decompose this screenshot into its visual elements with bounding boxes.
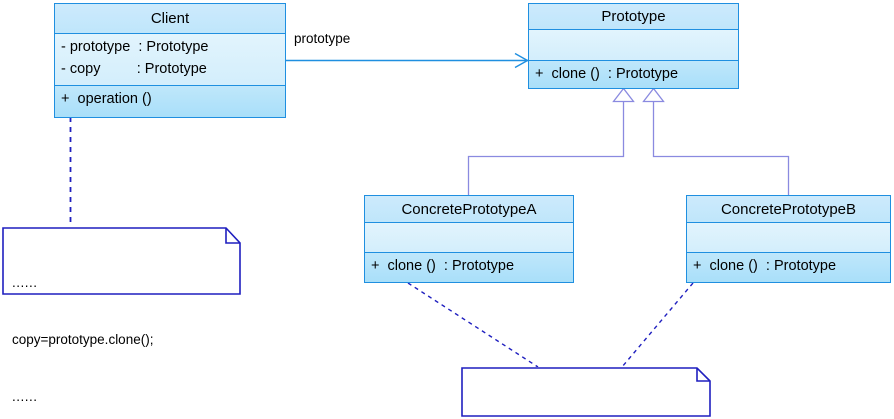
note-fold-corner-icon xyxy=(225,228,240,244)
class-name-concrete-prototype-a: ConcretePrototypeA xyxy=(365,196,573,223)
class-attributes-concrete-a xyxy=(365,223,573,253)
note-shape xyxy=(2,227,241,295)
attribute-row: - prototype : Prototype xyxy=(61,39,209,55)
class-attributes-concrete-b xyxy=(687,223,890,253)
class-box-concrete-prototype-b[interactable]: ConcretePrototypeB + clone () : Prototyp… xyxy=(686,195,891,283)
class-box-prototype[interactable]: Prototype + clone () : Prototype xyxy=(528,3,739,89)
generalization-b-triangle xyxy=(642,87,665,103)
operation-row: + clone () : Prototype xyxy=(535,66,679,82)
note-fold-corner-icon xyxy=(696,368,710,382)
class-operations-concrete-a: + clone () : Prototype xyxy=(365,253,573,282)
operation-row: + operation () xyxy=(61,91,152,107)
note-client-code[interactable]: ...... copy=prototype.clone(); ...... xyxy=(2,227,241,404)
note-line: copy=prototype.clone(); xyxy=(12,332,154,347)
empty-attributes-compartment xyxy=(687,225,890,250)
class-name-concrete-prototype-b: ConcretePrototypeB xyxy=(687,196,890,223)
class-attributes-client: - prototype : Prototype - copy : Prototy… xyxy=(55,34,285,86)
operation-row: + clone () : Prototype xyxy=(371,258,515,274)
note-line: ...... xyxy=(12,389,38,404)
note-shape xyxy=(461,367,711,417)
note-client-code-text: ...... copy=prototype.clone(); ...... xyxy=(12,235,233,419)
class-name-client: Client xyxy=(55,4,285,34)
note-clone-return[interactable]: return copy of self; xyxy=(461,367,711,417)
class-name-prototype: Prototype xyxy=(529,4,738,30)
attribute-row: - copy : Prototype xyxy=(61,61,207,77)
association-arrowhead xyxy=(514,52,529,69)
note-clone-return-text: return copy of self; xyxy=(471,380,703,419)
operation-row: + clone () : Prototype xyxy=(693,258,837,274)
class-operations-prototype: + clone () : Prototype xyxy=(529,61,738,88)
generalization-a-triangle xyxy=(612,87,635,103)
note-outline xyxy=(2,227,241,295)
class-box-client[interactable]: Client - prototype : Prototype - copy : … xyxy=(54,3,286,118)
generalization-b-line xyxy=(652,101,790,195)
class-attributes-prototype xyxy=(529,30,738,61)
class-box-concrete-prototype-a[interactable]: ConcretePrototypeA + clone () : Prototyp… xyxy=(364,195,574,283)
empty-attributes-compartment xyxy=(529,32,738,58)
generalization-b xyxy=(642,87,790,195)
note-link-concrete-a xyxy=(407,282,539,368)
note-outline xyxy=(461,367,711,417)
association-client-prototype xyxy=(285,52,529,69)
note-line: ...... xyxy=(12,275,38,290)
generalization-a xyxy=(467,87,635,195)
note-link-concrete-b xyxy=(621,282,694,368)
class-operations-concrete-b: + clone () : Prototype xyxy=(687,253,890,282)
class-operations-client: + operation () xyxy=(55,86,285,117)
empty-attributes-compartment xyxy=(365,225,573,250)
generalization-a-line xyxy=(467,101,625,195)
association-label: prototype xyxy=(294,31,351,46)
